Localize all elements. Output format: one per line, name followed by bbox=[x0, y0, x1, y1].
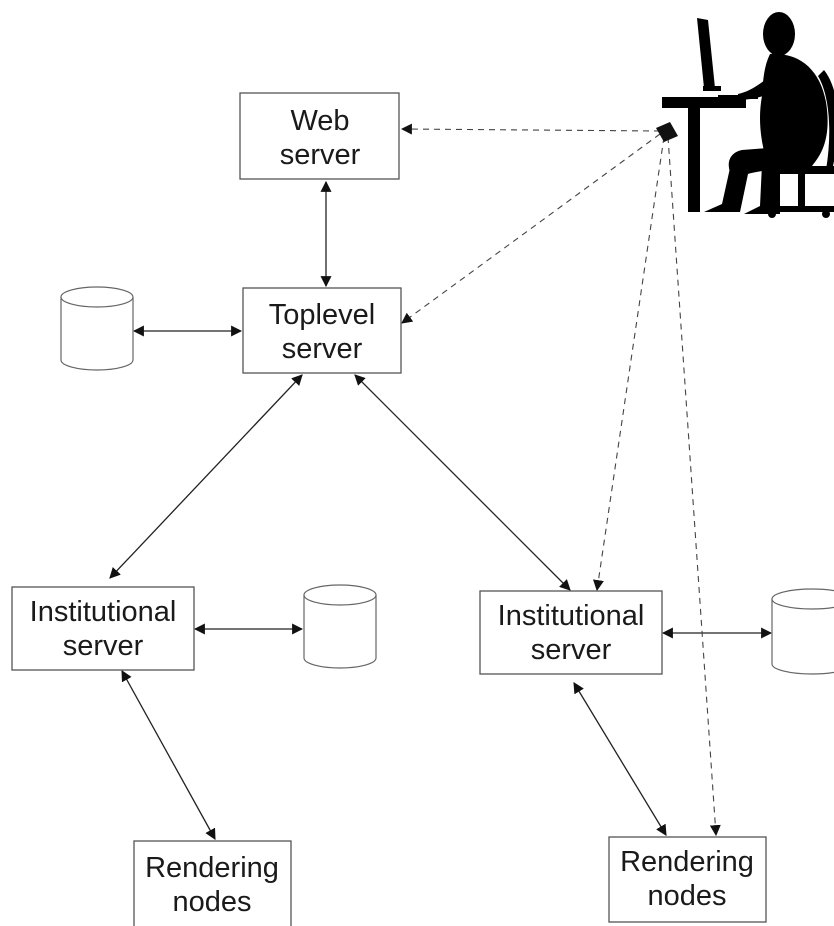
rendering-nodes-right-node: Rendering nodes bbox=[608, 836, 767, 923]
user-rendering-right-dashed-connector bbox=[667, 136, 721, 837]
rendering-nodes-left-node: Rendering nodes bbox=[133, 840, 292, 926]
institutional-left-rendering-connector bbox=[121, 670, 216, 840]
web-server-label-line2: server bbox=[280, 139, 361, 171]
toplevel-server-node: Toplevel server bbox=[242, 287, 402, 374]
institutional-right-database-icon bbox=[771, 588, 834, 675]
user-toplevel-dashed-connector bbox=[401, 133, 661, 324]
user-device-icon bbox=[656, 122, 678, 142]
toplevel-institutional-left-connector bbox=[109, 374, 303, 579]
web-server-label-line1: Web bbox=[290, 105, 349, 137]
toplevel-server-label-line1: Toplevel bbox=[269, 299, 375, 331]
institutional-left-database-icon bbox=[303, 584, 377, 669]
rendering-nodes-right-label-line2: nodes bbox=[647, 880, 726, 912]
user-web-dashed-connector bbox=[400, 123, 661, 135]
toplevel-institutional-right-connector bbox=[354, 374, 571, 591]
institutional-server-right-label-line1: Institutional bbox=[498, 600, 645, 632]
web-server-node: Web server bbox=[239, 92, 400, 180]
rendering-nodes-left-label-line1: Rendering bbox=[145, 852, 279, 884]
toplevel-server-label-line2: server bbox=[282, 333, 363, 365]
institutional-right-rendering-connector bbox=[573, 682, 667, 836]
rendering-nodes-right-label-line1: Rendering bbox=[620, 846, 754, 878]
institutional-server-left-label-line2: server bbox=[63, 630, 144, 662]
institutional-server-left-label-line1: Institutional bbox=[30, 596, 177, 628]
institutional-server-right-node: Institutional server bbox=[479, 590, 663, 675]
institutional-server-left-node: Institutional server bbox=[11, 586, 195, 671]
user-institutional-right-dashed-connector bbox=[593, 136, 665, 592]
toplevel-database-icon bbox=[60, 286, 134, 371]
rendering-nodes-left-label-line2: nodes bbox=[172, 886, 251, 918]
user-at-computer-icon bbox=[662, 12, 834, 218]
institutional-server-right-label-line2: server bbox=[531, 634, 612, 666]
